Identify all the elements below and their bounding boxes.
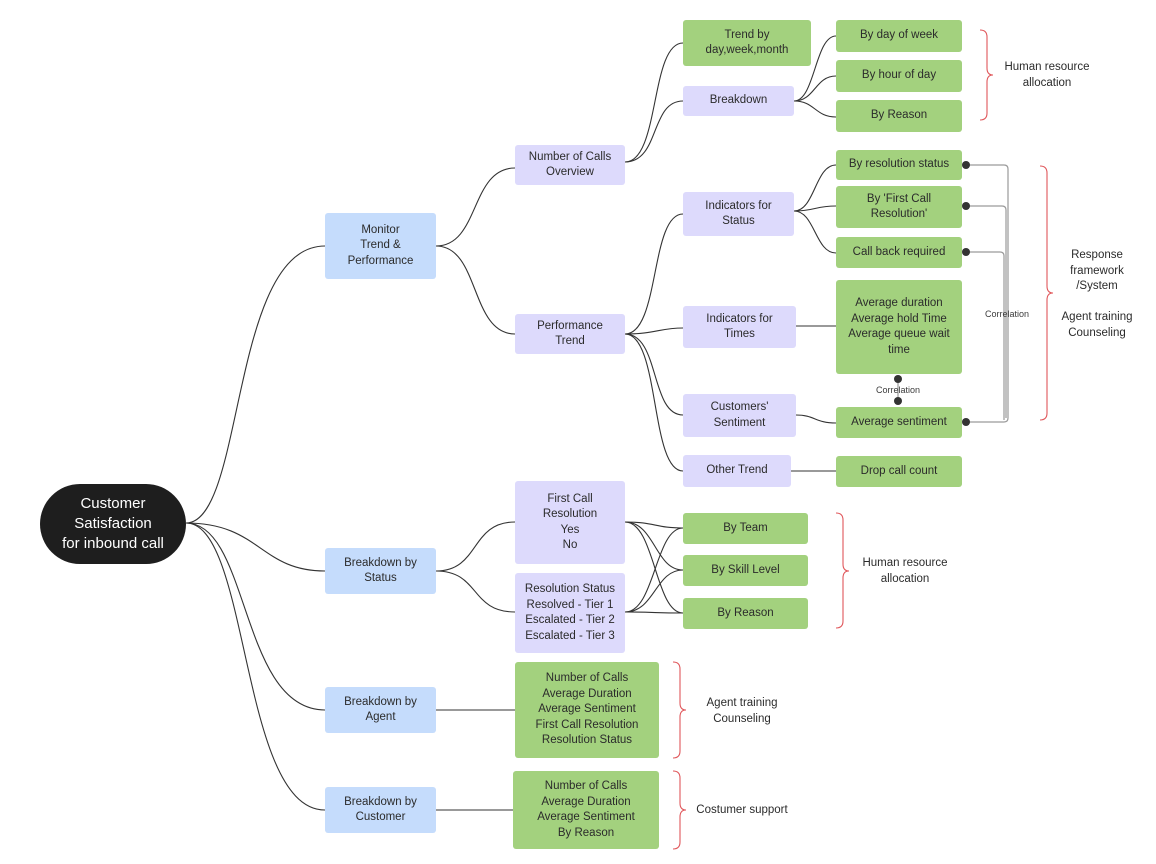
node-by-hour-of-day[interactable]: By hour of day xyxy=(836,60,962,92)
branch-breakdown-customer[interactable]: Breakdown by Customer xyxy=(325,787,436,833)
node-drop-call-count[interactable]: Drop call count xyxy=(836,456,962,487)
node-average-sentiment[interactable]: Average sentiment xyxy=(836,407,962,438)
node-indicators-times[interactable]: Indicators for Times xyxy=(683,306,796,348)
branch-monitor-trend[interactable]: Monitor Trend & Performance xyxy=(325,213,436,279)
annotation-agent-training: Agent training Counseling xyxy=(706,697,778,725)
node-by-reason-breakdown[interactable]: By Reason xyxy=(836,100,962,132)
node-customers-sentiment[interactable]: Customers' Sentiment xyxy=(683,394,796,437)
node-by-resolution-status[interactable]: By resolution status xyxy=(836,150,962,180)
annotation-customer-support: Costumer support xyxy=(696,804,788,816)
node-calls-overview[interactable]: Number of Calls Overview xyxy=(515,145,625,185)
node-time-metrics[interactable]: Average duration Average hold Time Avera… xyxy=(836,280,962,374)
label-correlation-mid: Correlation xyxy=(876,385,921,395)
branch-breakdown-status[interactable]: Breakdown by Status xyxy=(325,548,436,594)
node-by-reason-status[interactable]: By Reason xyxy=(683,598,808,629)
branch-breakdown-agent[interactable]: Breakdown by Agent xyxy=(325,687,436,733)
annotation-response-framework: Response framework /System Agent trainin… xyxy=(1061,249,1133,339)
node-by-first-call-resolution[interactable]: By 'First Call Resolution' xyxy=(836,186,962,228)
node-trend-by-period[interactable]: Trend by day,week,month xyxy=(683,20,811,66)
node-performance-trend[interactable]: Performance Trend xyxy=(515,314,625,354)
node-resolution-status[interactable]: Resolution Status Resolved - Tier 1 Esca… xyxy=(515,573,625,653)
node-by-day-of-week[interactable]: By day of week xyxy=(836,20,962,52)
annotation-hr-allocation-mid: Human resource allocation xyxy=(862,557,948,585)
node-breakdown[interactable]: Breakdown xyxy=(683,86,794,116)
node-customer-metrics[interactable]: Number of Calls Average Duration Average… xyxy=(513,771,659,849)
root-node[interactable]: Customer Satisfaction for inbound call xyxy=(40,484,186,564)
node-agent-metrics[interactable]: Number of Calls Average Duration Average… xyxy=(515,662,659,758)
node-by-skill-level[interactable]: By Skill Level xyxy=(683,555,808,586)
node-by-team[interactable]: By Team xyxy=(683,513,808,544)
label-correlation-right: Correlation xyxy=(985,309,1030,319)
annotation-hr-allocation-top: Human resource allocation xyxy=(1004,61,1090,89)
node-indicators-status[interactable]: Indicators for Status xyxy=(683,192,794,236)
node-other-trend[interactable]: Other Trend xyxy=(683,455,791,487)
node-call-back-required[interactable]: Call back required xyxy=(836,237,962,268)
node-first-call-resolution[interactable]: First Call Resolution Yes No xyxy=(515,481,625,564)
